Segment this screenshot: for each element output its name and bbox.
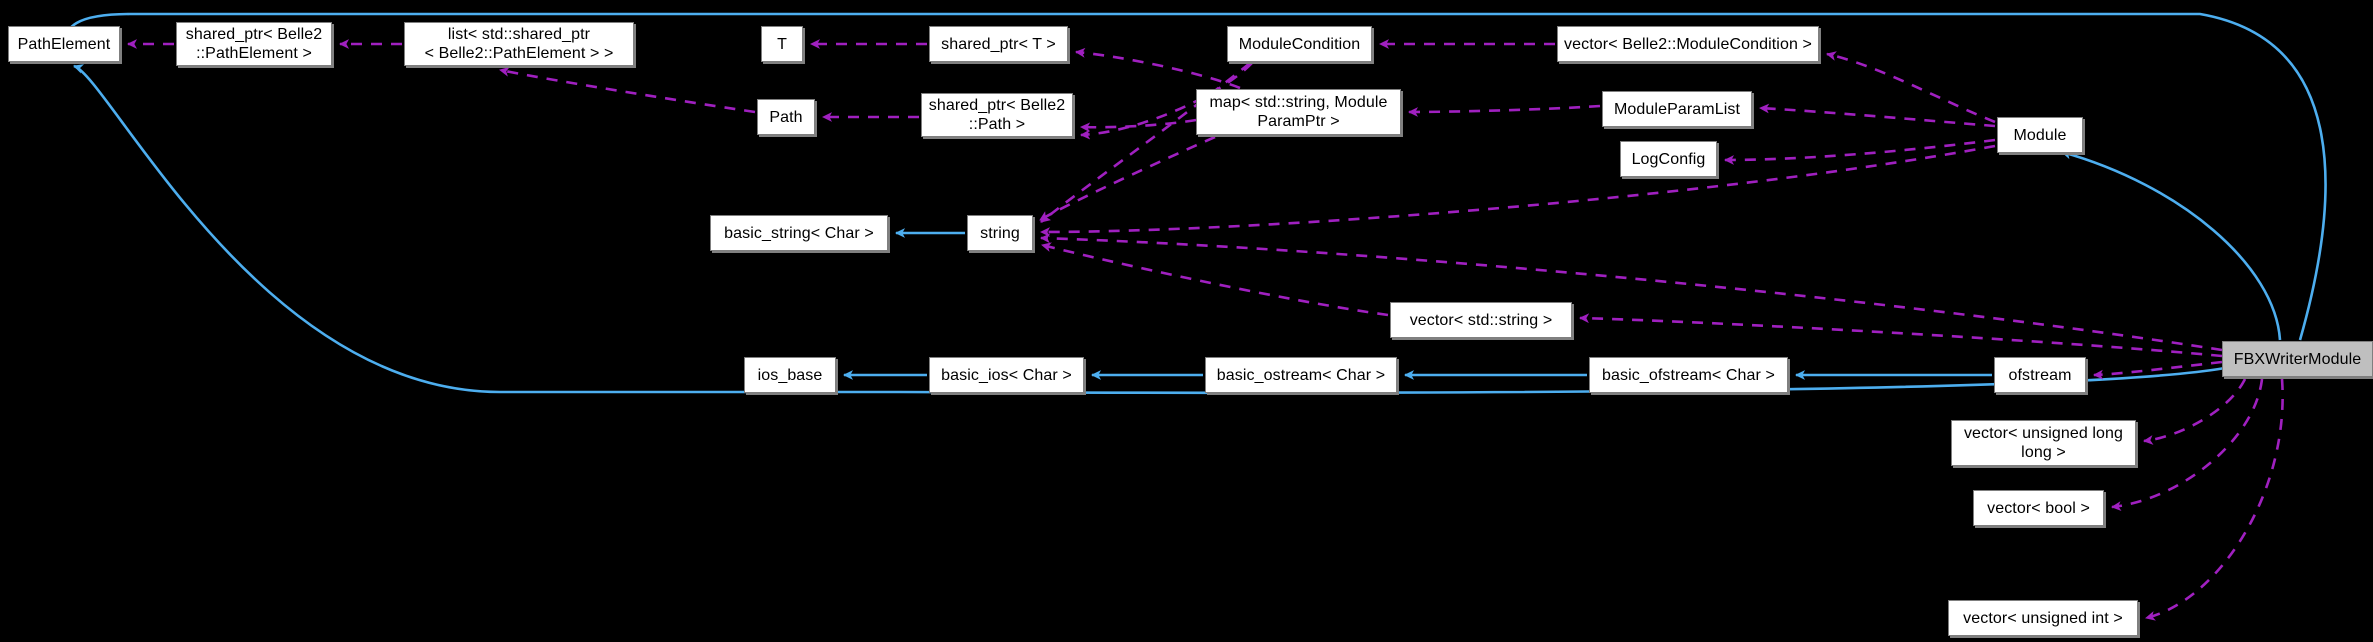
node-shared-ptr-pathelement[interactable]: shared_ptr< Belle2 ::PathElement > (176, 22, 332, 66)
edge-path-to-list_sp_pathelement (499, 66, 756, 114)
edge-map-to-sp_path (1080, 118, 1197, 133)
node-label: PathElement (17, 35, 111, 53)
node-label: ModuleCondition (1238, 35, 1361, 53)
node-label: vector< unsigned int > (1963, 609, 2123, 627)
edge-fbx-to-ofstream (2093, 360, 2223, 380)
inheritance-edges (60, 12, 2327, 395)
edge-fbx-to-vec_uint (2145, 378, 2284, 621)
node-vector-unsigned-long-long[interactable]: vector< unsigned long long > (1951, 420, 2136, 466)
node-label: Module (2013, 126, 2067, 144)
node-label: FBXWriterModule (2233, 350, 2362, 368)
node-label: ModuleParamList (1614, 100, 1740, 118)
edge-fbx-to-pathelement-top (60, 12, 2327, 341)
edge-modulecondition-to-sp_path (1080, 62, 1253, 140)
edge-fbx-to-vec_string (1579, 313, 2223, 358)
node-map-string-moduleparamptr[interactable]: map< std::string, Module ParamPtr > (1196, 89, 1401, 135)
edge-vec_string-to-string (1041, 242, 1389, 317)
edge-fbx-to-module (2061, 149, 2282, 341)
node-label: string (980, 224, 1020, 242)
edge-map-to-string (1039, 135, 1216, 222)
edge-fbx-to-vec_ull (2143, 378, 2247, 445)
node-label: vector< Belle2::ModuleCondition > (1564, 35, 1812, 53)
node-moduleparamlist[interactable]: ModuleParamList (1602, 91, 1752, 127)
node-string[interactable]: string (967, 215, 1033, 251)
edge-fbx-to-vec_bool (2111, 378, 2264, 511)
node-label: basic_ostream< Char > (1216, 366, 1386, 384)
node-label: map< std::string, Module ParamPtr > (1209, 94, 1388, 130)
node-label: LogConfig (1631, 150, 1706, 168)
edge-map-to-sp_t (1075, 47, 1241, 90)
node-list-shared-ptr-pathelement[interactable]: list< std::shared_ptr < Belle2::PathElem… (404, 22, 634, 66)
node-vector-modulecondition[interactable]: vector< Belle2::ModuleCondition > (1557, 26, 1819, 62)
node-label: Path (769, 108, 803, 126)
node-ofstream[interactable]: ofstream (1994, 357, 2086, 393)
node-basic-ofstream[interactable]: basic_ofstream< Char > (1589, 357, 1788, 393)
usage-edges (127, 39, 2284, 621)
node-label: vector< unsigned long long > (1963, 425, 2124, 461)
edge-moduleparamlist-to-map (1408, 104, 1601, 117)
node-logconfig[interactable]: LogConfig (1620, 141, 1717, 177)
edge-module-to-vec_modulecondition (1826, 51, 1996, 124)
node-path[interactable]: Path (757, 99, 815, 135)
node-fbxwritermodule[interactable]: FBXWriterModule (2222, 341, 2373, 377)
node-label: vector< std::string > (1409, 311, 1553, 329)
node-label: basic_string< Char > (724, 224, 874, 242)
node-label: shared_ptr< Belle2 ::Path > (928, 97, 1066, 133)
node-label: shared_ptr< Belle2 ::PathElement > (185, 26, 323, 62)
edge-module-to-logconfig (1724, 138, 1996, 165)
node-label: basic_ios< Char > (941, 366, 1072, 384)
node-t[interactable]: T (761, 26, 803, 62)
node-shared-ptr-t[interactable]: shared_ptr< T > (929, 26, 1068, 62)
node-pathelement[interactable]: PathElement (8, 26, 120, 62)
edge-module-to-moduleparamlist (1759, 103, 1996, 128)
node-ios-base[interactable]: ios_base (744, 357, 836, 393)
node-basic-ios[interactable]: basic_ios< Char > (929, 357, 1084, 393)
node-label: basic_ofstream< Char > (1602, 366, 1775, 384)
node-vector-unsigned-int[interactable]: vector< unsigned int > (1948, 600, 2138, 636)
node-basic-string[interactable]: basic_string< Char > (710, 215, 888, 251)
node-vector-string[interactable]: vector< std::string > (1390, 302, 1572, 338)
node-modulecondition[interactable]: ModuleCondition (1227, 26, 1372, 62)
node-shared-ptr-path[interactable]: shared_ptr< Belle2 ::Path > (921, 93, 1073, 137)
edge-module-to-string (1040, 144, 1996, 237)
edge-modulecondition-to-string (1040, 61, 1251, 224)
node-label: T (777, 35, 787, 53)
node-label: ios_base (757, 366, 823, 384)
edge-fbx-to-string-upper (1040, 233, 2223, 352)
node-label: ofstream (2008, 366, 2072, 384)
node-label: list< std::shared_ptr < Belle2::PathElem… (424, 26, 614, 62)
node-vector-bool[interactable]: vector< bool > (1973, 490, 2104, 526)
node-label: vector< bool > (1987, 499, 2090, 517)
node-label: shared_ptr< T > (941, 35, 1056, 53)
node-basic-ostream[interactable]: basic_ostream< Char > (1205, 357, 1397, 393)
node-module[interactable]: Module (1997, 117, 2083, 153)
